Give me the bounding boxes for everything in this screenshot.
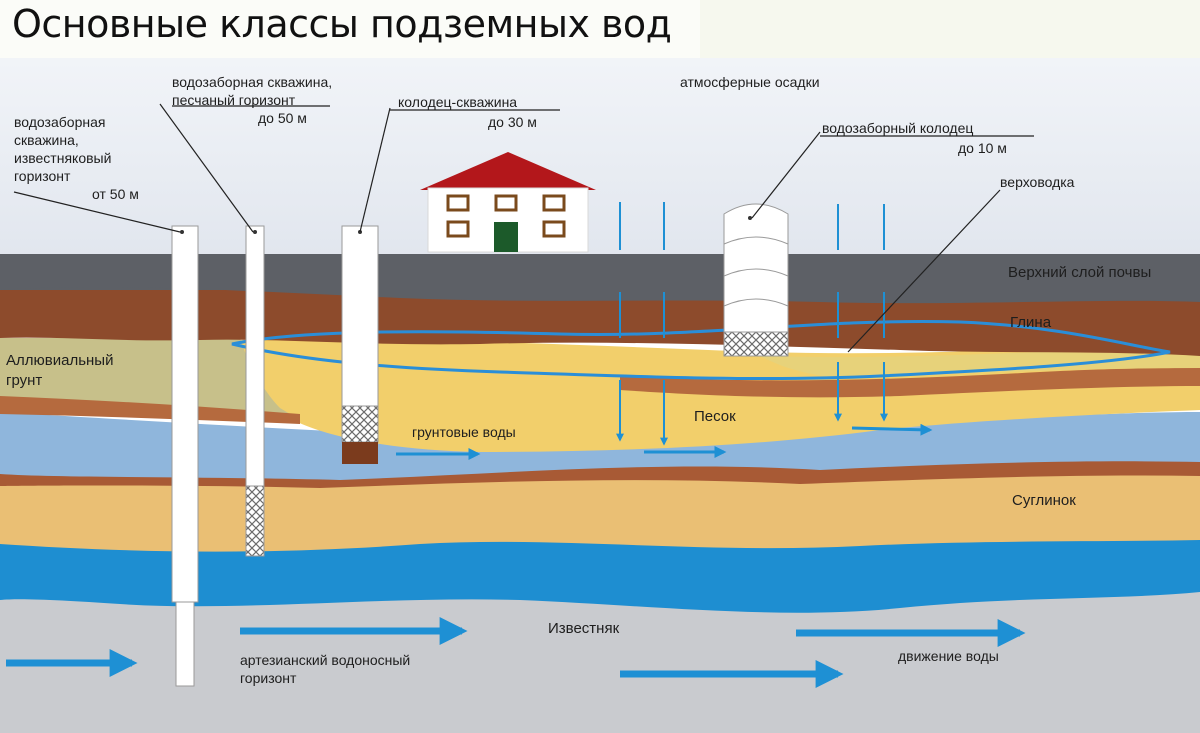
alluvial-right-band xyxy=(620,368,1200,398)
label-limestone-well-3: известняковый xyxy=(14,150,112,166)
leader-lines xyxy=(13,103,1034,353)
dug-well xyxy=(723,203,789,357)
label-shaft-well-depth: до 30 м xyxy=(488,114,537,130)
artesian-arrows xyxy=(6,617,1026,688)
label-sand-well-depth: до 50 м xyxy=(258,110,307,126)
label-alluvial-1: Аллювиальный xyxy=(6,352,114,369)
label-groundwater: грунтовые воды xyxy=(412,424,516,440)
alluvial-band xyxy=(0,396,300,424)
label-sand: Песок xyxy=(694,408,736,425)
label-sand-well-2: песчаный горизонт xyxy=(172,92,296,108)
label-limestone-well-1: водозаборная xyxy=(14,114,106,130)
flow-arrow-icon xyxy=(396,423,933,460)
label-precipitation: атмосферные осадки xyxy=(680,74,820,90)
label-water-movement: движение воды xyxy=(898,648,999,664)
sand-well-pipe xyxy=(245,225,265,557)
loam-layer xyxy=(0,467,1200,552)
well-pipe-icon xyxy=(171,225,199,687)
label-dug-well: водозаборный колодец xyxy=(822,120,974,136)
label-alluvial-2: грунт xyxy=(6,372,43,389)
label-loam: Суглинок xyxy=(1012,492,1076,509)
perched-water-outline xyxy=(231,319,1171,381)
page-title: Основные классы подземных вод xyxy=(12,2,672,46)
label-perched-water: верховодка xyxy=(1000,174,1075,190)
label-shaft-well: колодец-скважина xyxy=(398,94,518,110)
label-artesian-1: артезианский водоносный xyxy=(240,652,411,668)
label-limestone-well-4: горизонт xyxy=(14,168,71,184)
label-limestone: Известняк xyxy=(548,620,620,637)
artesian-water-layer xyxy=(0,532,1200,613)
label-dug-well-depth: до 10 м xyxy=(958,140,1007,156)
rain-arrow-icon xyxy=(616,202,888,446)
label-clay: Глина xyxy=(1010,314,1052,331)
house-icon xyxy=(420,152,596,253)
label-limestone-well-2: скважина, xyxy=(14,132,79,148)
label-artesian-2: горизонт xyxy=(240,670,297,686)
topsoil-layer xyxy=(0,254,1200,290)
label-topsoil: Верхний слой почвы xyxy=(1008,264,1152,281)
label-limestone-well-depth: от 50 м xyxy=(92,186,139,202)
shaft-well xyxy=(341,225,379,464)
label-sand-well-1: водозаборная скважина, xyxy=(172,74,333,90)
